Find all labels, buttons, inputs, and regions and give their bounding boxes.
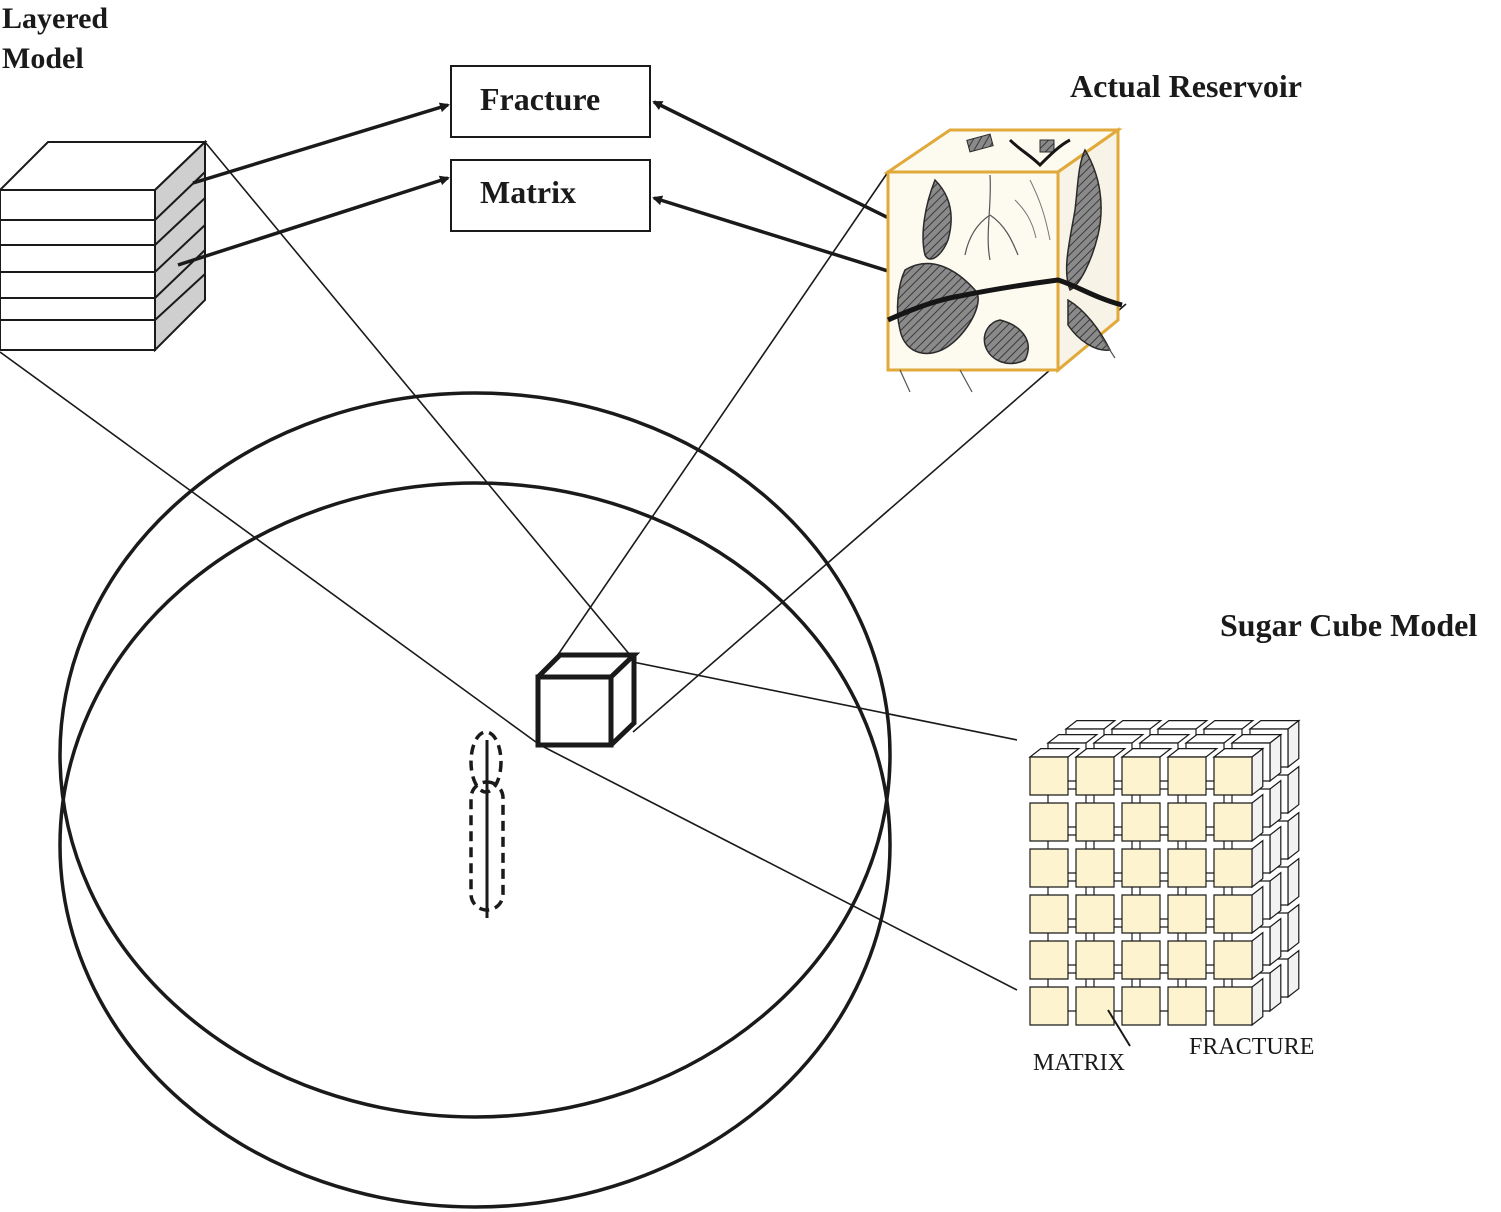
cube-side-face [1269,733,1282,783]
cube-side-face [1287,811,1300,861]
cube-top-face [1064,719,1117,730]
matrix-block [1029,986,1069,1026]
cube-top-face [1110,719,1163,730]
matrix-block [1121,986,1161,1026]
matrix-block [1167,986,1207,1026]
matrix-block [1213,848,1253,888]
cube-side-face [1287,857,1300,907]
sugar-cube-model [1028,719,1301,1027]
matrix-block [1075,848,1115,888]
cube-top-face [1156,719,1209,730]
matrix-block [1121,894,1161,934]
matrix-block [1075,756,1115,796]
matrix-block [1029,940,1069,980]
fracture-caption: FRACTURE [1189,1034,1314,1060]
cube-side-face [1287,949,1300,999]
layered-model-label-line2: Model [2,42,84,75]
matrix-block [1167,894,1207,934]
cube-side-face [1269,779,1282,829]
matrix-block [1213,802,1253,842]
matrix-block [1029,894,1069,934]
matrix-caption: MATRIX [1033,1050,1125,1076]
layered-model-block [0,139,208,353]
matrix-block [1075,894,1115,934]
cube-side-face [1269,917,1282,967]
cube-side-face [1251,793,1264,843]
cube-side-face [1269,871,1282,921]
reservoir-bottom-ellipse [58,481,892,1209]
fracture-box-label: Fracture [480,81,600,117]
matrix-box: Matrix [450,159,651,232]
matrix-block [1075,802,1115,842]
matrix-block [1029,802,1069,842]
sugar-cube-model-label: Sugar Cube Model [1220,607,1477,643]
actual-reservoir-block [883,127,1123,393]
matrix-block [1029,756,1069,796]
arrow-layer-to-fracture [192,102,450,185]
matrix-block [1213,894,1253,934]
cube-side-face [1287,765,1300,815]
reservoir-cylinder [58,391,892,1209]
cube-side-face [1287,903,1300,953]
matrix-block [1121,940,1161,980]
matrix-block [1213,986,1253,1026]
matrix-block [1167,848,1207,888]
matrix-block [1213,756,1253,796]
cube-side-face [1269,825,1282,875]
matrix-block [1213,940,1253,980]
matrix-block [1121,802,1161,842]
matrix-caption-pointer [1107,1009,1131,1047]
arrow-layer-to-matrix [177,175,450,267]
cube-side-face [1251,931,1264,981]
cube-side-face [1251,885,1264,935]
cube-side-face [1251,747,1264,797]
matrix-box-label: Matrix [480,174,576,210]
center-element-cube-icon [535,652,641,748]
cube-side-face [1251,839,1264,889]
cube-side-face [1287,719,1300,769]
matrix-block [1029,848,1069,888]
matrix-block [1121,848,1161,888]
layered-model-label-line1: Layered [2,2,108,35]
fracture-box: Fracture [450,65,651,138]
matrix-block [1121,756,1161,796]
matrix-block [1167,756,1207,796]
matrix-block [1075,986,1115,1026]
matrix-block [1167,940,1207,980]
cube-side-face [1269,963,1282,1013]
actual-reservoir-label: Actual Reservoir [1070,68,1302,104]
reservoir-top-ellipse [58,391,892,1119]
cube-top-face [1202,719,1255,730]
wellbore-icon [469,730,505,918]
matrix-block [1167,802,1207,842]
cube-side-face [1251,977,1264,1027]
matrix-block [1075,940,1115,980]
